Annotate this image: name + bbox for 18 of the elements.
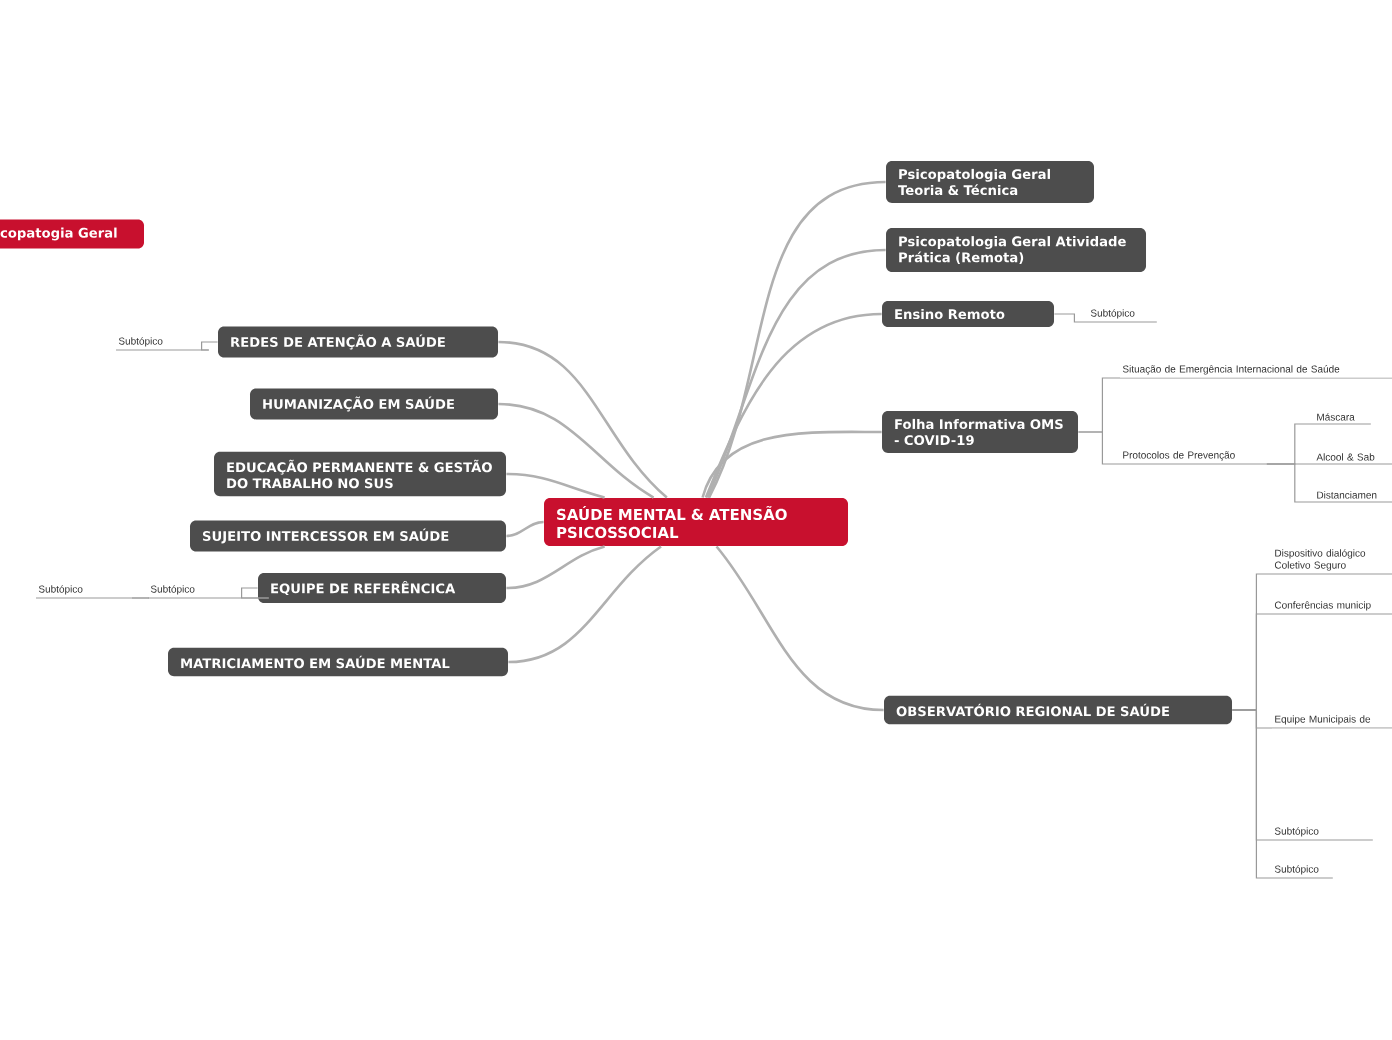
connector <box>508 545 662 664</box>
connector <box>498 340 668 499</box>
connector <box>131 597 150 599</box>
connector <box>506 545 606 590</box>
connector <box>1266 463 1315 503</box>
connector <box>706 248 886 499</box>
connector <box>701 430 882 498</box>
connector <box>1053 313 1089 323</box>
connector <box>715 545 884 712</box>
connector <box>506 472 605 499</box>
connector <box>1077 431 1121 465</box>
connector <box>498 402 655 499</box>
connector <box>704 312 882 498</box>
connector <box>506 520 544 538</box>
connector <box>707 180 886 499</box>
connector <box>1231 709 1273 879</box>
connector <box>241 587 270 599</box>
connector <box>201 341 219 351</box>
